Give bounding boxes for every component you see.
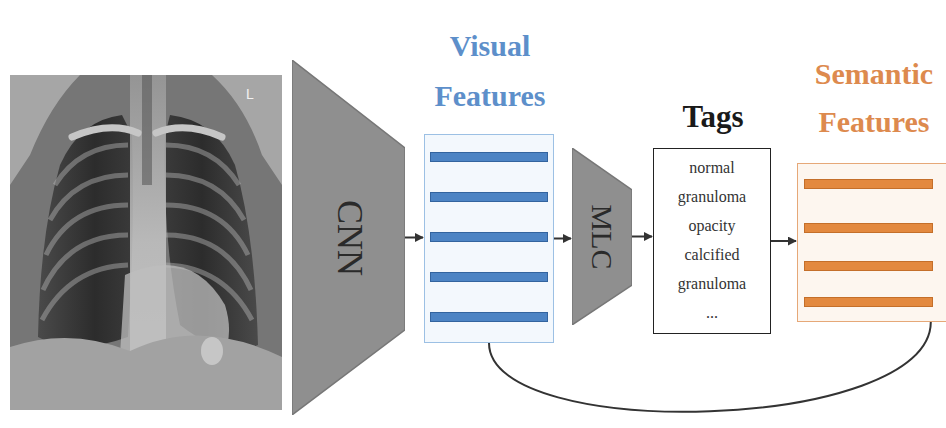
flow-arrow [405,237,423,239]
flow-arrow [632,236,652,238]
clavicles [72,128,222,137]
mlc-block: MLC [572,148,632,325]
feature-bar [804,297,933,307]
tag-item: ... [659,298,765,327]
feature-bar [804,261,933,271]
feature-bar [430,272,548,282]
trachea [142,75,152,185]
tag-list: normalgranulomaopacitycalcified granulom… [654,149,770,331]
cnn-block: CNN [292,60,405,415]
semantic-features-box: Semantic Features [797,163,946,322]
xray-marker: L [246,87,254,102]
skip-connection [489,322,931,412]
gastric-bubble [201,337,223,365]
xray-ground [10,75,282,410]
tag-item: calcified granuloma [659,240,765,298]
flow-arrow [771,240,796,242]
tag-item: normal [659,153,765,182]
feature-bar [430,192,548,202]
flow-arrow [554,238,571,240]
feature-bar [430,152,548,162]
tag-item: opacity [659,211,765,240]
box-heading: Tags [643,97,783,137]
tag-item: granuloma [659,182,765,211]
feature-bar [430,232,548,242]
feature-bar [804,179,933,189]
visual-features-box: Visual Features [424,134,554,343]
feature-bar [430,312,548,322]
block-label: MLC [586,204,619,269]
diaphragm [10,335,282,410]
box-heading: Visual Features [410,21,570,121]
tags-box: Tagsnormalgranulomaopacitycalcified gran… [653,148,771,334]
rotated-label: MLC [586,204,619,269]
trapezoid [292,60,405,415]
trapezoid [572,148,632,325]
feature-bar [804,223,933,233]
lung [38,115,133,347]
box-heading: Semantic Features [799,50,946,146]
block-label: CNN [329,199,369,275]
chest-xray [10,75,282,410]
rotated-label: CNN [329,199,369,275]
